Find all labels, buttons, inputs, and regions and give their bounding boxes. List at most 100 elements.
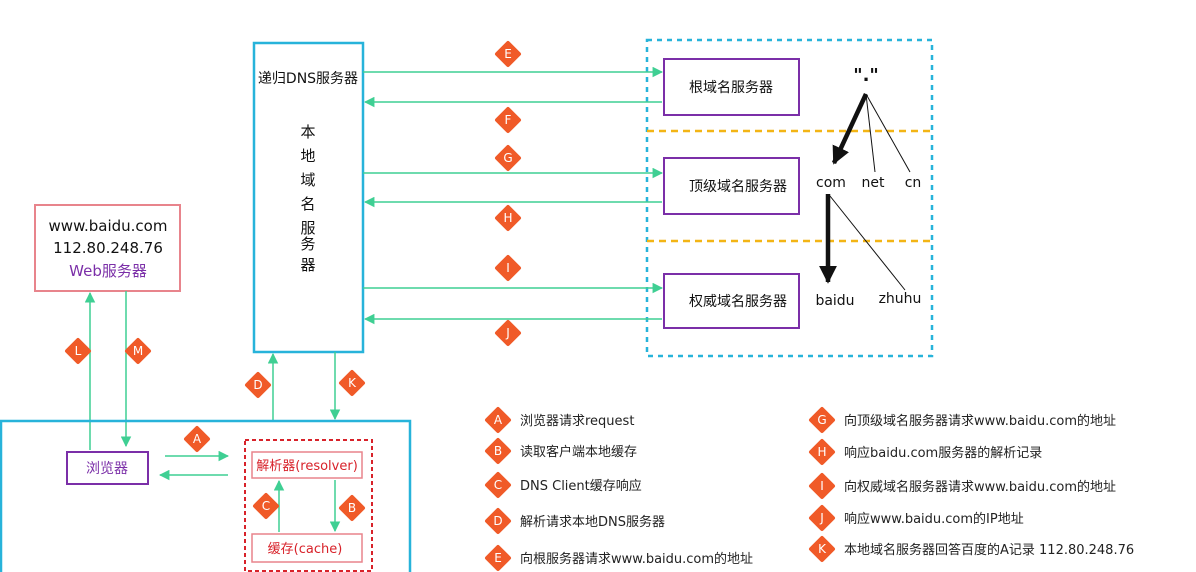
badge-letter: B — [348, 501, 356, 515]
tree-node-zhuhu: zhuhu — [879, 291, 922, 307]
badge-letter: G — [817, 413, 826, 427]
browser-label: 浏览器 — [86, 461, 128, 477]
badge-letter: I — [506, 261, 510, 275]
client-machine-box — [0, 419, 412, 572]
badge-letter: D — [493, 514, 502, 528]
legend-item: B 读取客户端本地缓存 — [485, 438, 637, 464]
local-dns-char: 器 — [300, 256, 315, 274]
diagram-badges: E F G H I J D K L M A C B — [65, 41, 521, 521]
legend-item: E 向根服务器请求www.baidu.com的地址 — [485, 545, 753, 571]
domain-tree: "." com net cn baidu zhuhu — [815, 65, 921, 309]
legend-item: G 向顶级域名服务器请求www.baidu.com的地址 — [809, 407, 1116, 433]
web-server-domain: www.baidu.com — [49, 217, 168, 235]
legend-badge-a: A — [485, 407, 511, 433]
legend-badge-i: I — [809, 473, 835, 499]
badge-letter: H — [817, 445, 826, 459]
tree-node-cn: cn — [905, 175, 922, 191]
badge-a: A — [184, 426, 210, 452]
badge-letter: J — [505, 326, 510, 340]
badge-letter: H — [503, 211, 512, 225]
legend-text: DNS Client缓存响应 — [520, 478, 642, 494]
local-dns-server-box: 递归DNS服务器 本 地 域 名 服 务 器 — [252, 41, 365, 354]
authoritative-server-box: 权威域名服务器 — [663, 273, 800, 329]
legend-badge-e: E — [485, 545, 511, 571]
badge-letter: A — [193, 432, 202, 446]
badge-letter: I — [820, 479, 824, 493]
badge-letter: E — [494, 551, 502, 565]
local-dns-char: 本 — [300, 123, 315, 141]
tree-node-net: net — [862, 175, 885, 191]
resolver-box: 解析器(resolver) — [251, 451, 363, 479]
legend-badge-b: B — [485, 438, 511, 464]
authoritative-server-label: 权威域名服务器 — [689, 294, 787, 310]
legend-badge-d: D — [485, 508, 511, 534]
legend-item: H 响应baidu.com服务器的解析记录 — [809, 439, 1042, 465]
root-server-box: 根域名服务器 — [663, 58, 800, 116]
badge-f: F — [495, 107, 521, 133]
badge-letter: L — [75, 344, 82, 358]
badge-l: L — [65, 338, 91, 364]
badge-letter: C — [494, 478, 502, 492]
legend-item: J 响应www.baidu.com的IP地址 — [809, 505, 1024, 531]
badge-letter: M — [133, 344, 143, 358]
cache-box: 缓存(cache) — [251, 533, 363, 563]
legend-item: A 浏览器请求request — [485, 407, 634, 433]
local-dns-char: 地 — [300, 147, 315, 165]
web-server-label: Web服务器 — [69, 262, 147, 280]
resolver-area — [244, 439, 373, 572]
legend-text: 向根服务器请求www.baidu.com的地址 — [520, 551, 753, 567]
badge-d: D — [245, 372, 271, 398]
legend-badge-g: G — [809, 407, 835, 433]
local-dns-char: 服 — [300, 219, 315, 237]
badge-b: B — [339, 495, 365, 521]
badge-c: C — [253, 493, 279, 519]
local-dns-char: 域 — [300, 171, 315, 189]
badge-letter: J — [819, 511, 824, 525]
legend-text: 响应baidu.com服务器的解析记录 — [844, 445, 1042, 461]
badge-letter: A — [494, 413, 503, 427]
badge-letter: D — [253, 378, 262, 392]
browser-box: 浏览器 — [66, 451, 149, 485]
legend-text: 浏览器请求request — [520, 413, 634, 429]
legend-badge-c: C — [485, 472, 511, 498]
legend-text: 向顶级域名服务器请求www.baidu.com的地址 — [844, 413, 1116, 429]
tree-node-com: com — [816, 175, 846, 191]
legend-badge-j: J — [809, 505, 835, 531]
tree-node-baidu: baidu — [815, 293, 854, 309]
legend-item: K 本地域名服务器回答百度的A记录 112.80.248.76 — [809, 536, 1134, 562]
badge-letter: C — [262, 499, 270, 513]
legend-text: 响应www.baidu.com的IP地址 — [844, 511, 1024, 527]
badge-letter: G — [503, 151, 512, 165]
local-dns-char: 务 — [300, 235, 315, 253]
badge-j: J — [495, 320, 521, 346]
badge-letter: K — [818, 542, 827, 556]
legend-text: 本地域名服务器回答百度的A记录 112.80.248.76 — [844, 542, 1134, 558]
badge-h: H — [495, 205, 521, 231]
web-server-ip: 112.80.248.76 — [53, 239, 163, 257]
legend-text: 向权威域名服务器请求www.baidu.com的地址 — [844, 479, 1116, 495]
legend-badge-k: K — [809, 536, 835, 562]
badge-letter: B — [494, 444, 502, 458]
badge-g: G — [495, 145, 521, 171]
badge-m: M — [125, 338, 151, 364]
cache-label: 缓存(cache) — [268, 542, 343, 557]
badge-letter: E — [504, 47, 512, 61]
recursive-dns-label: 递归DNS服务器 — [258, 70, 358, 87]
badge-letter: F — [505, 113, 512, 127]
badge-e: E — [495, 41, 521, 67]
legend-badge-h: H — [809, 439, 835, 465]
tld-server-box: 顶级域名服务器 — [663, 157, 800, 215]
local-dns-char: 名 — [300, 195, 315, 213]
legend-item: D 解析请求本地DNS服务器 — [485, 508, 665, 534]
legend-text: 读取客户端本地缓存 — [520, 444, 637, 460]
root-server-label: 根域名服务器 — [689, 80, 773, 96]
badge-k: K — [339, 370, 365, 396]
legend-text: 解析请求本地DNS服务器 — [520, 514, 665, 530]
legend-item: I 向权威域名服务器请求www.baidu.com的地址 — [809, 473, 1116, 499]
dns-hierarchy-area — [645, 38, 934, 358]
badge-letter: K — [348, 376, 357, 390]
legend-item: C DNS Client缓存响应 — [485, 472, 642, 498]
badge-i: I — [495, 255, 521, 281]
